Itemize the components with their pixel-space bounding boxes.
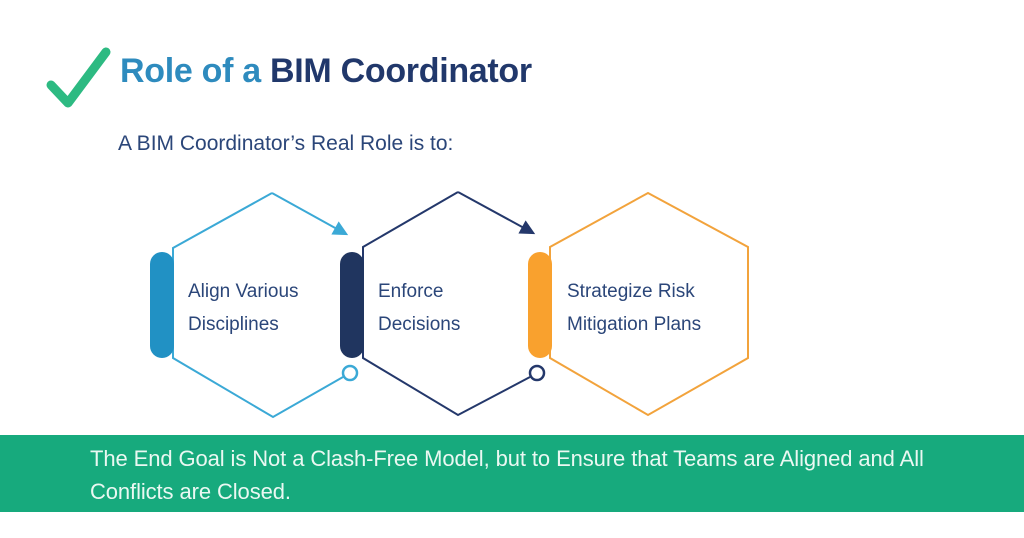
hexagon-3-capsule [528, 252, 552, 358]
hexagon-3-outline [549, 191, 749, 417]
banner-text: The End Goal is Not a Clash-Free Model, … [90, 446, 924, 504]
subtitle: A BIM Coordinator’s Real Role is to: [118, 132, 454, 155]
hexagon-1-outline [172, 192, 344, 419]
hexagon-2-label: Enforce Decisions [378, 281, 461, 335]
arrow-2 [457, 191, 536, 235]
connector-dot-2 [528, 364, 546, 382]
checkmark-icon [46, 47, 111, 108]
hexagon-3-label: Strategize Risk Mitigation Plans [567, 281, 702, 335]
hexagon-diagram [150, 191, 749, 419]
hexagon-2-outline [362, 191, 531, 417]
hexagon-1-label: Align Various Disciplines [188, 281, 299, 335]
title-highlight: Role of a [120, 52, 271, 90]
connector-dot-1 [341, 364, 359, 382]
arrow-1 [271, 192, 349, 236]
hexagon-1-capsule [150, 252, 174, 358]
page-title: Role of a BIM Coordinator [120, 50, 532, 92]
title-main: BIM Coordinator [270, 52, 532, 90]
hexagon-2-capsule [340, 252, 364, 358]
bottom-banner: The End Goal is Not a Clash-Free Model, … [0, 435, 1024, 512]
